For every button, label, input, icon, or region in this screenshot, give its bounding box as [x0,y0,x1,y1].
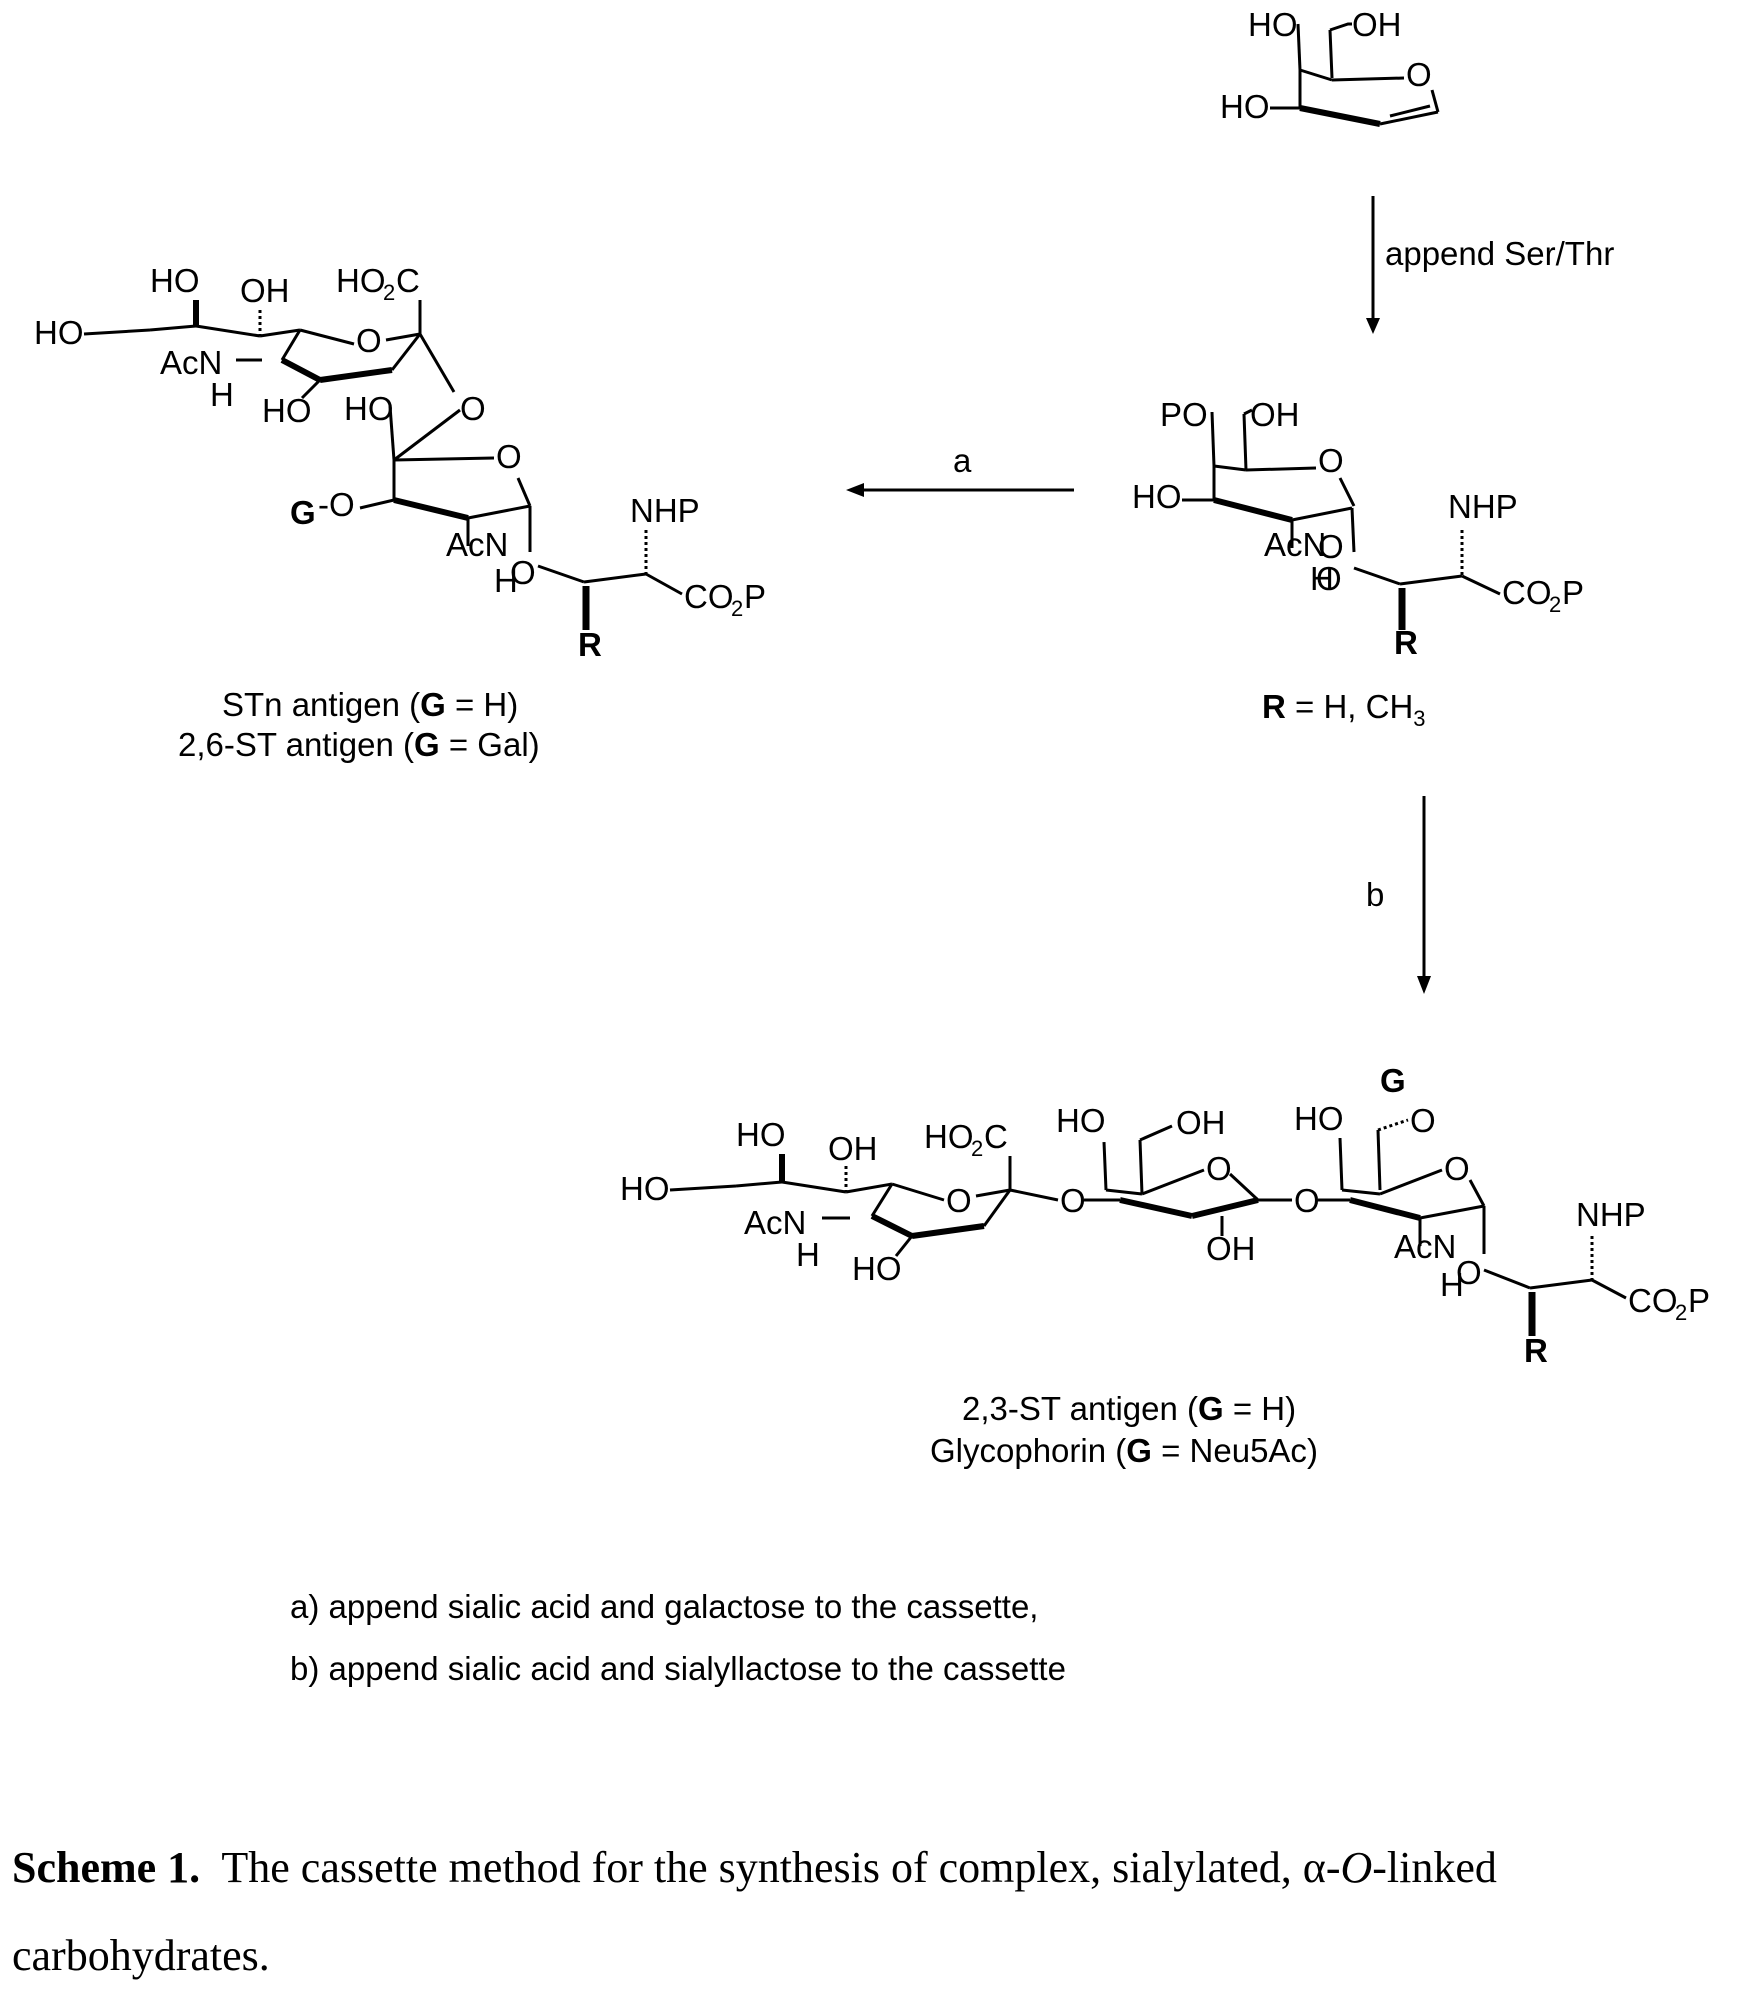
stn-ho2c-sub: 2 [383,280,395,305]
stn-o-link: O [460,390,486,427]
glycophorin-label: Glycophorin (G = Neu5Ac) [930,1432,1318,1469]
stn-g: G [290,494,316,531]
stn-ho-left: HO [34,314,84,351]
caption-o: O [1340,1843,1372,1892]
st23-oh-gal-lower: OH [1206,1230,1256,1267]
stn-r: R [578,626,602,663]
int-co2p: CO [1502,574,1552,611]
st23-g-o: O [1410,1102,1436,1139]
galactal-ho-left: HO [1220,88,1270,125]
st23-nhp: NHP [1576,1196,1646,1233]
st23-g: G [1380,1062,1406,1099]
int-ring-o: O [1318,442,1344,479]
st23-antigen-label: 2,3-ST antigen (G = H) [962,1390,1296,1427]
int-po: PO [1160,396,1208,433]
int-co2p-p: P [1562,574,1584,611]
scheme-caption-line1: Scheme 1. The cassette method for the sy… [12,1846,1497,1890]
st23-oh-gal: OH [1176,1104,1226,1141]
caption-text-after: -linked [1372,1843,1497,1892]
int-co2p-sub: 2 [1549,592,1561,617]
stn-nhp: NHP [630,492,700,529]
stn-ho2c: HO [336,262,386,299]
stn-oh: OH [240,272,290,309]
stn-co2p-p: P [744,578,766,615]
reagent-append-ser-thr: append Ser/Thr [1385,235,1614,272]
stn-antigen-label: STn antigen (G = H) [222,686,518,723]
arrow-b: b [1366,796,1431,994]
st23-r: R [1524,1332,1548,1369]
st23-o-link-1: O [1060,1182,1086,1219]
int-r: R [1394,624,1418,661]
st23-ring-o-sia: O [946,1182,972,1219]
st23-ho-lower: HO [852,1250,902,1287]
st23-acn-2: AcN [1394,1228,1456,1265]
stn-ho2c-c: C [396,262,420,299]
stn-ho-1: HO [150,262,200,299]
galactal-ho-top: HO [1248,6,1298,43]
st23-ho2c-sub: 2 [971,1136,983,1161]
stn-ring-o-galnac: O [496,438,522,475]
st26-antigen-label: 2,6-ST antigen (G = Gal) [178,726,540,763]
caption-dash: - [1326,1843,1341,1892]
st23-o-ser: O [1456,1254,1482,1291]
st23-h: H [796,1236,820,1273]
int-ho: HO [1132,478,1182,515]
st23-oh-1: OH [828,1130,878,1167]
stn-o-ser: O [510,554,536,591]
galactal-structure: HO OH O HO [1220,6,1438,125]
stn-g-o: -O [318,486,355,523]
footnote-a: a) append sialic acid and galactose to t… [290,1588,1038,1625]
scheme-caption-line2: carbohydrates. [12,1934,270,1978]
caption-alpha: α [1303,1843,1326,1892]
caption-bold: Scheme 1. [12,1843,200,1892]
stn-co2p-sub: 2 [731,596,743,621]
stn-acn-2: AcN [446,526,508,563]
st23-ring-o-gal: O [1206,1150,1232,1187]
intermediate-structure: PO OH O HO AcN O O H NHP CO 2 P R [1132,396,1584,661]
st23-ho2c: HO [924,1118,974,1155]
st23-ho-galnac: HO [1294,1100,1344,1137]
caption-line2-text: carbohydrates. [12,1931,270,1980]
stn-ring-o-sia: O [356,322,382,359]
st23-co2p: CO [1628,1282,1678,1319]
st23-co2p-sub: 2 [1675,1300,1687,1325]
st23-co2p-p: P [1688,1282,1710,1319]
stn-ho-gal: HO [344,390,394,427]
int-acn: AcN [1264,526,1326,563]
arrow-a: a [846,442,1074,497]
st23-ho-left: HO [620,1170,670,1207]
caption-text: The cassette method for the synthesis of… [200,1843,1303,1892]
galactal-ring-o: O [1406,56,1432,93]
stn-antigen-structure: HO OH HO 2 C HO AcN H O HO HO O O G -O A… [34,262,766,663]
st23-ho-gal: HO [1056,1102,1106,1139]
int-oh: OH [1250,396,1300,433]
st23-ho2c-c: C [984,1118,1008,1155]
stn-co2p: CO [684,578,734,615]
st23-ring-o-galnac: O [1444,1150,1470,1187]
int-nhp: NHP [1448,488,1518,525]
stn-h: H [210,376,234,413]
footnote-b: b) append sialic acid and sialyllactose … [290,1650,1066,1687]
reagent-b: b [1366,876,1384,913]
intermediate-r-definition: R = H, CH3 [1262,688,1426,731]
galactal-oh: OH [1352,6,1402,43]
int-h: H [1310,560,1334,597]
st23-o-link-2: O [1294,1182,1320,1219]
arrow-append-ser-thr: append Ser/Thr [1366,196,1614,334]
st23-ho-1: HO [736,1116,786,1153]
reagent-a: a [953,442,972,479]
st23-antigen-structure: HO OH HO 2 C HO AcN H O HO O HO OH O OH … [620,1062,1710,1369]
